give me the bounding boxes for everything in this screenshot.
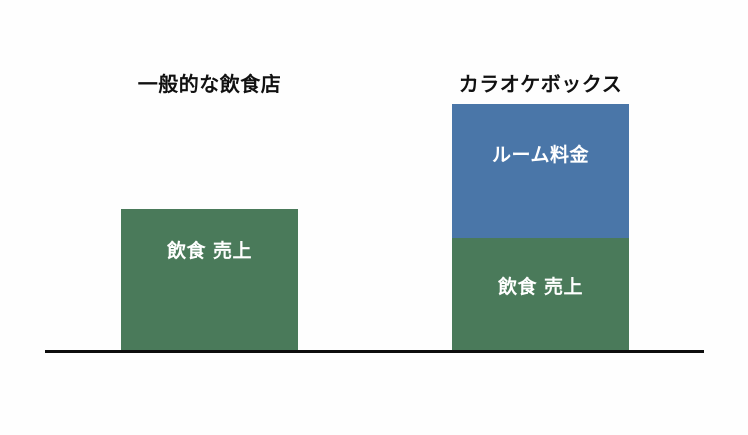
- bar-karaoke-food-sales: 飲食 売上: [452, 238, 629, 350]
- bar-label-room-fee: ルーム料金: [492, 144, 589, 166]
- column-title-karaoke-box: カラオケボックス: [458, 72, 623, 96]
- bar-karaoke-room-fee: ルーム料金: [452, 104, 629, 238]
- bar-label-food-sales: 飲食 売上: [497, 276, 584, 298]
- bar-general-restaurant-food-sales: 飲食 売上: [121, 209, 298, 350]
- bar-label-food-sales: 飲食 売上: [166, 240, 253, 262]
- column-title-general-restaurant: 一般的な飲食店: [137, 72, 282, 96]
- baseline: [45, 350, 704, 353]
